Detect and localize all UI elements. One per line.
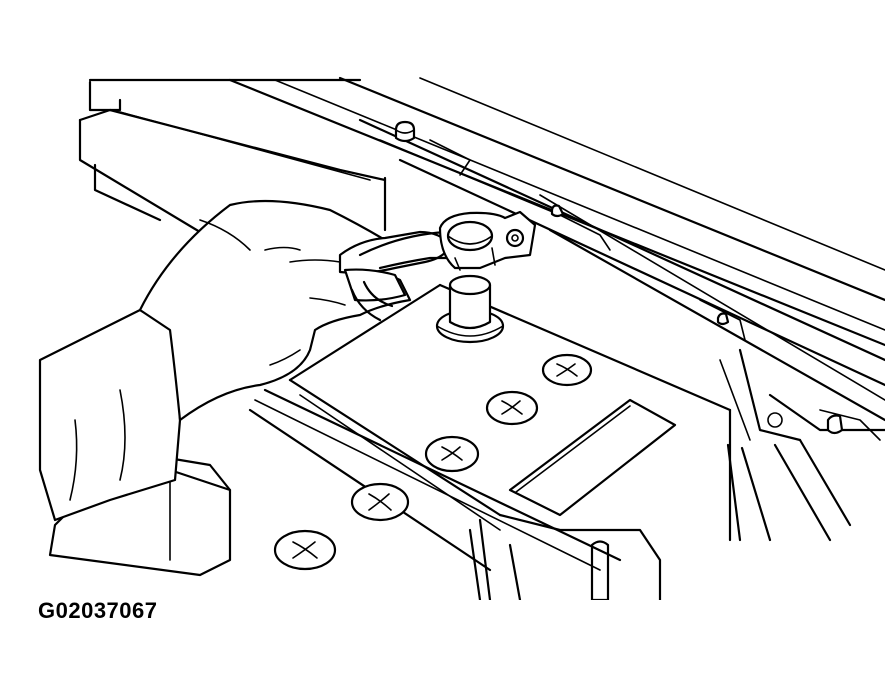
cell-cap-2	[485, 390, 539, 426]
cell-cap-4	[350, 482, 410, 522]
cell-cap-3	[424, 435, 480, 473]
cell-cap-1	[541, 353, 593, 387]
figure-code-label: G02037067	[38, 598, 158, 623]
battery-case	[248, 283, 732, 600]
battery-terminal-illustration	[38, 76, 885, 600]
engine-bay-rails	[88, 76, 885, 542]
hand	[38, 199, 452, 522]
cell-cap-5	[273, 529, 337, 571]
terminal-clamp	[438, 210, 537, 271]
battery-post	[435, 274, 505, 344]
battery-cell-caps	[273, 353, 593, 571]
engine-housing-block	[78, 80, 387, 252]
negative-cable	[350, 230, 457, 322]
